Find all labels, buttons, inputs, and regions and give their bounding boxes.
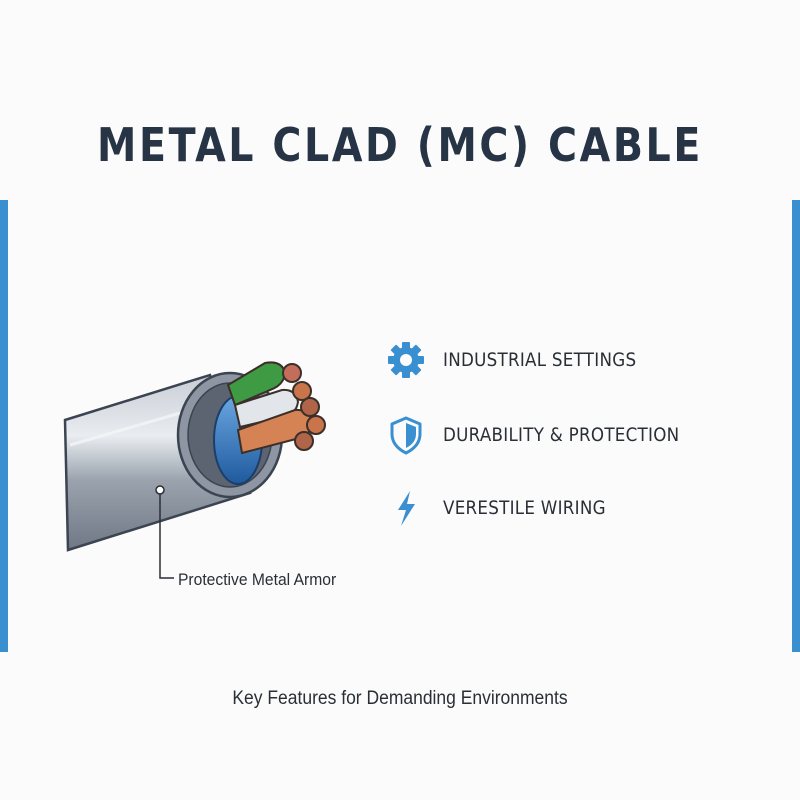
feature-label: INDUSTRIAL SETTINGS xyxy=(443,349,637,371)
cable-drawing xyxy=(63,361,326,552)
caption: Key Features for Demanding Environments xyxy=(232,688,568,709)
armor-label-leader xyxy=(155,485,174,579)
feature-item-industrial-settings: INDUSTRIAL SETTINGS xyxy=(383,340,663,380)
right-accent-bar xyxy=(792,200,800,652)
armor-label: Protective Metal Armor xyxy=(178,570,337,589)
feature-label: DURABILITY & PROTECTION xyxy=(443,424,680,446)
feature-item-durability-protection: DURABILITY & PROTECTION xyxy=(383,415,712,455)
shield-icon xyxy=(383,415,429,455)
gear-icon xyxy=(383,340,429,380)
lightning-bolt-icon xyxy=(383,488,429,528)
feature-item-verestile-wiring: VERESTILE WIRING xyxy=(383,488,628,528)
left-accent-bar xyxy=(0,200,8,652)
conductors xyxy=(226,361,326,455)
mc-cable-illustration xyxy=(60,345,360,560)
page-title: METAL CLAD (MC) CABLE xyxy=(97,118,703,172)
feature-label: VERESTILE WIRING xyxy=(443,497,606,519)
